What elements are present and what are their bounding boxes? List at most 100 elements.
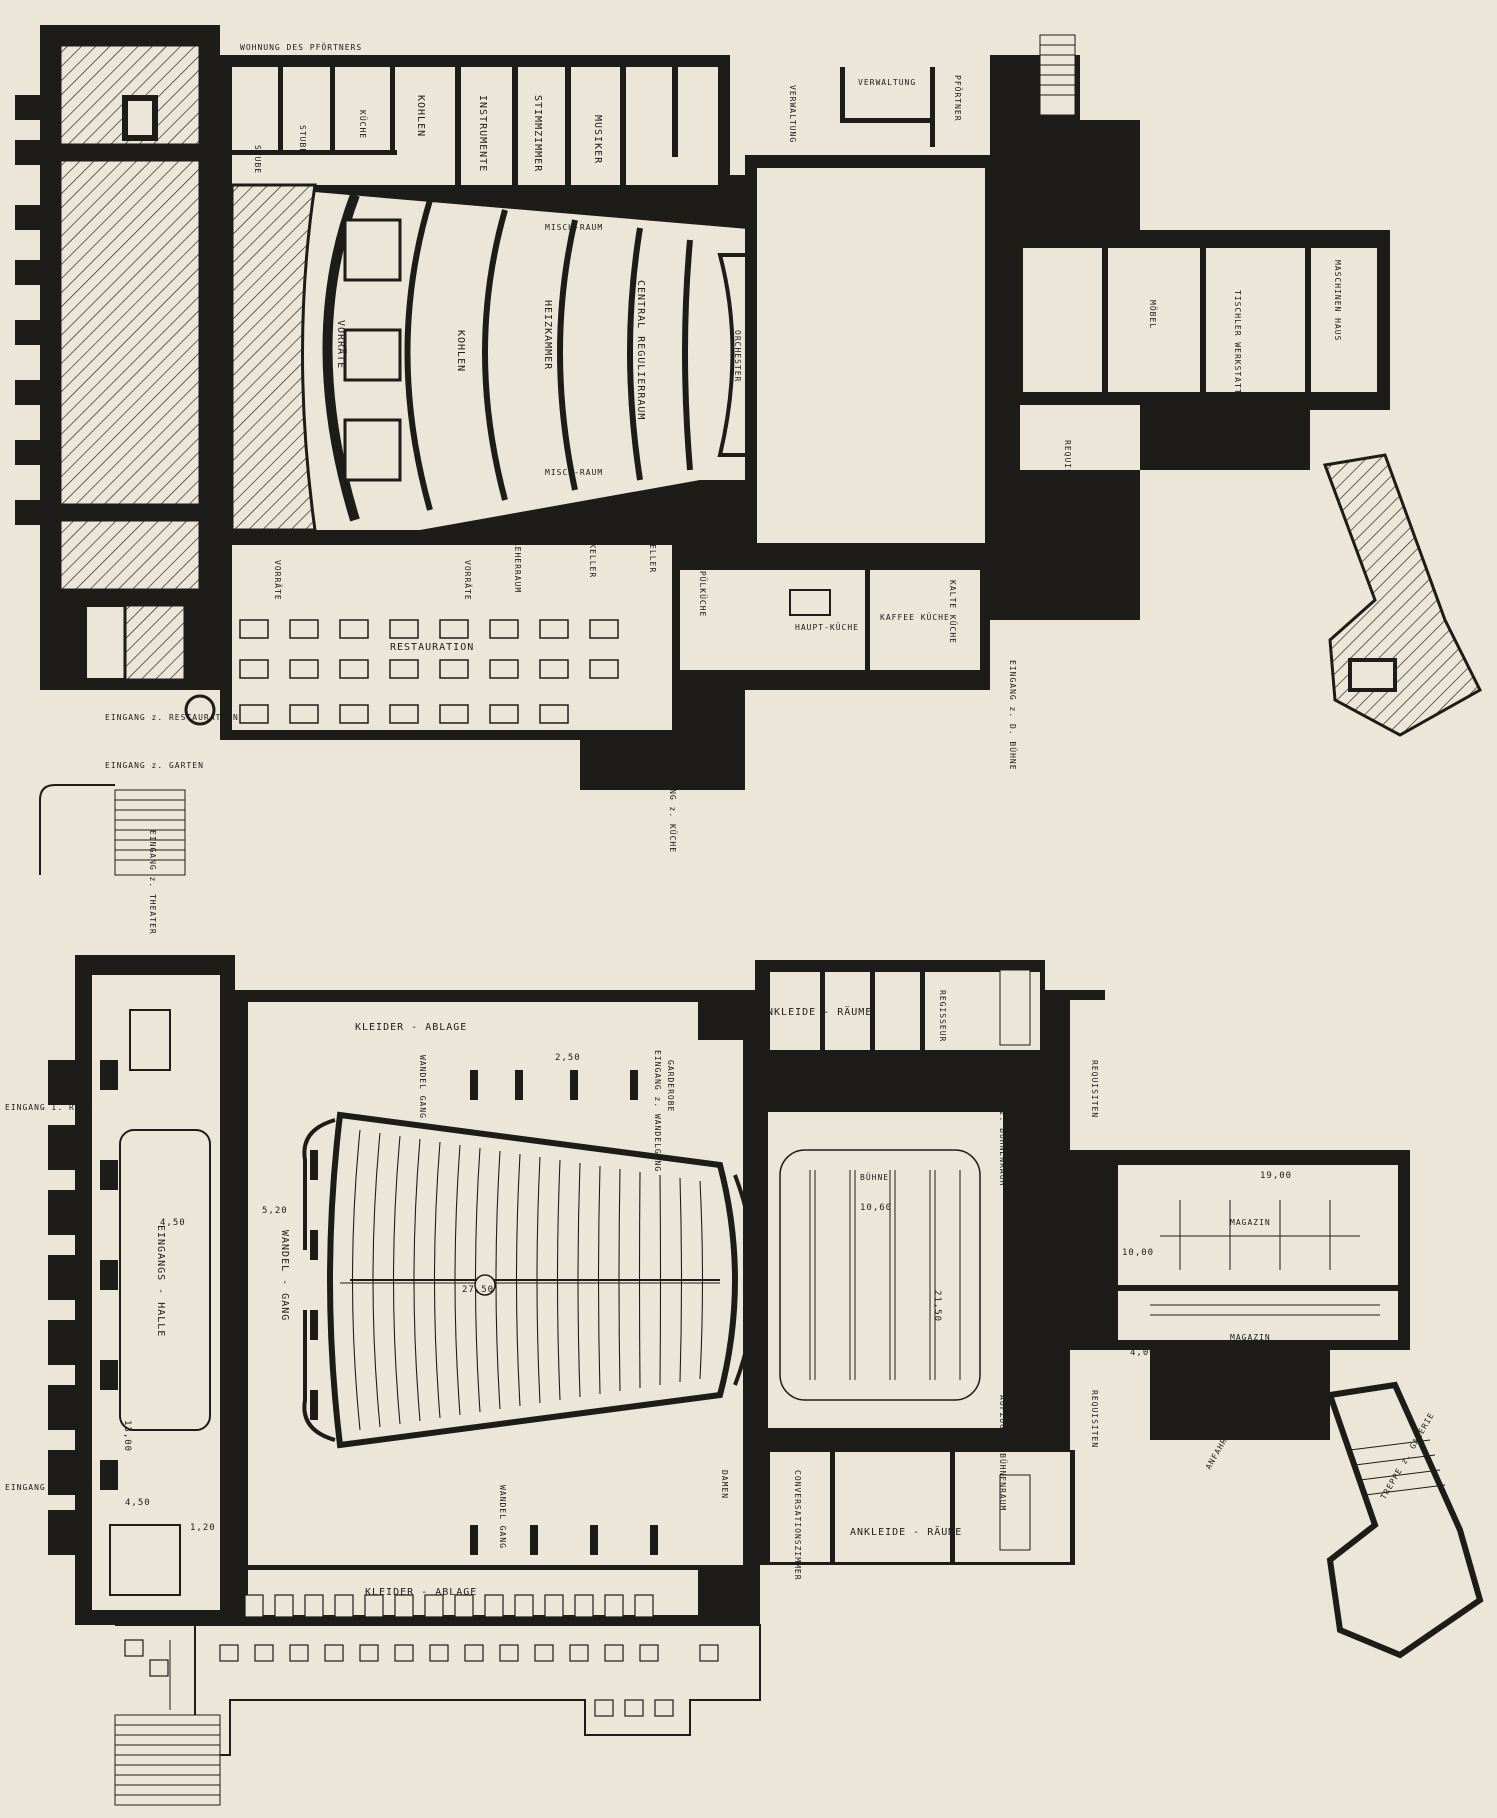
curved-wall-2 [404, 199, 433, 511]
label-orchester-gf: ORCHESTER [746, 1240, 755, 1292]
label-stube-2: STUBE [298, 125, 307, 154]
dim-10-00: 10,00 [1122, 1248, 1154, 1258]
stage-revolve-outline [779, 1149, 981, 1401]
round-column [184, 694, 216, 726]
label-tritt: TRITT [230, 1480, 239, 1509]
label-eingang-kueche: EINGANG z. KÜCHE [668, 760, 678, 853]
label-eingang-i-rang-1: EINGANG I. RANG [5, 1103, 92, 1112]
label-ankleide-raeume-2: ANKLEIDE - RÄUME [850, 1525, 962, 1538]
label-buehne: BÜHNE [860, 1172, 889, 1182]
label-kleider-ablage-bottom: KLEIDER - ABLAGE [365, 1587, 477, 1598]
label-kalte-kueche: KALTE KÜCHE [948, 580, 958, 644]
entrance-inner-piers [100, 1060, 118, 1490]
small-shaft [122, 95, 158, 141]
top-right-stairs [1039, 34, 1076, 116]
support-blocks [343, 218, 402, 482]
center-marker [474, 1274, 496, 1296]
label-musiker: MUSIKER [592, 115, 603, 164]
stair-bottom-left [109, 1524, 181, 1596]
label-wohnung-pfoertner: WOHNUNG DES PFÖRTNERS [240, 42, 362, 52]
dim-27-50: 27,50 [462, 1285, 494, 1295]
hatched-room-lower [58, 518, 202, 592]
dim-10-60: 10,60 [860, 1203, 892, 1213]
label-regisseur: REGISSEUR [938, 990, 947, 1042]
label-versenkungsraum: VERSENKUNGSRAUM [1003, 290, 1012, 377]
dim-13-00: 13,00 [122, 1420, 132, 1452]
label-garderobe: GARDEROBE [666, 1060, 675, 1112]
label-ankleide-raeume-1: ANKLEIDE - RÄUME [760, 1005, 872, 1018]
label-kaffee-kueche: KAFFEE KÜCHE [880, 612, 950, 622]
dim-2-50: 2,50 [555, 1053, 581, 1063]
label-eingang-wandelgang: EINGANG z. WANDELGANG [653, 1050, 662, 1172]
label-moebel-2: MÖBEL [1148, 300, 1158, 329]
label-aufzug-buehne: AUFZUG z. BÜHNENRAUM [998, 1070, 1008, 1186]
label-kuehlraum: KÜHLRAUM [698, 500, 708, 547]
stage-stairs [999, 969, 1052, 1551]
restauration-tables [239, 619, 619, 724]
label-wandel-gang-3: WANDEL GANG [498, 1485, 507, 1549]
hatched-wedge [230, 183, 317, 532]
basement-plan: WOHNUNG DES PFÖRTNERS STUBE STUBE KÜCHE … [15, 25, 1482, 935]
label-herren: HERREN [720, 1005, 729, 1040]
left-buttresses [15, 95, 45, 525]
label-wandel-gang-2: WANDEL - GANG [279, 1230, 290, 1321]
label-instrumente: INSTRUMENTE [477, 95, 488, 172]
label-vorraete-2: VORRÄTE [273, 560, 283, 601]
top-right-offices [742, 67, 977, 147]
entrance-piers-left [48, 1060, 78, 1555]
magazin-racks [1150, 1200, 1380, 1316]
label-kueche-wohnung: KÜCHE [358, 110, 368, 139]
dim-21-50: 21,50 [932, 1290, 942, 1322]
label-requisiten-3: REQUISITEN [1090, 1390, 1099, 1448]
label-eingang-garten: EINGANG z. GARTEN [105, 761, 204, 770]
dim-1-20: 1,20 [190, 1523, 216, 1533]
label-mischraum-1: MISCH-RAUM [545, 223, 603, 232]
label-hauptkueche: HAUPT-KÜCHE [795, 622, 859, 632]
label-spuelkueche: SPÜLKÜCHE [698, 565, 708, 617]
angled-wing-shaft [1348, 658, 1397, 692]
dim-4-00: 4,00 [1130, 1348, 1156, 1358]
hatched-corner [123, 603, 187, 682]
curved-wall-6 [682, 239, 693, 471]
hatched-angled-wing [1322, 453, 1482, 737]
label-kasse: KASSE [230, 1070, 239, 1099]
label-kohlen-1: KOHLEN [415, 95, 426, 137]
label-conversationszimmer: CONVERSATIONSZIMMER [793, 1470, 802, 1581]
orchestra-curve [733, 1174, 757, 1386]
label-orchester: ORCHESTER [733, 330, 742, 382]
curved-wall-4 [557, 219, 578, 491]
stair-top-left [129, 1009, 171, 1071]
top-room-dividers [232, 67, 678, 185]
label-eingang-i-rang-2: EINGANG I. RANG [5, 1483, 92, 1492]
label-buffet: BUFFET [605, 753, 640, 762]
curved-wall-1 [322, 193, 360, 522]
top-rooms-band [232, 67, 718, 185]
wandelgang-columns [310, 1070, 658, 1555]
angled-wing-stairs [1349, 1439, 1446, 1496]
label-weinkeller: WEINKELLER [588, 520, 597, 578]
curved-wall-5 [627, 227, 643, 481]
dim-4-50b: 4,50 [125, 1498, 151, 1508]
stage-floor [768, 1112, 1003, 1428]
label-eingang-buehne: EINGANG z. D. BÜHNE [1008, 660, 1018, 771]
requisiten-room-upper [1070, 1000, 1150, 1150]
label-central-regulierraum: CENTRAL REGULIERRAUM [635, 280, 646, 420]
label-wandel-gang-1: WANDEL GANG [418, 1055, 427, 1119]
label-vorraete-1: VORRÄTE [335, 320, 348, 369]
label-verwaltung-2: VERWALTUNG [858, 78, 916, 87]
label-stimmzimmer: STIMMZIMMER [532, 95, 543, 172]
label-restauration: RESTAURATION [390, 642, 474, 653]
label-dreherraum: DREHERRAUM [513, 535, 522, 593]
stage-basement-room [757, 168, 985, 543]
label-verwaltung-1: VERWALTUNG [788, 85, 797, 143]
label-requisiten-1: REQUISITEN [1063, 440, 1072, 498]
curved-wall-3 [482, 209, 508, 501]
angled-wing-ground [1325, 1381, 1484, 1659]
terrace-tables [124, 1594, 719, 1717]
label-pfoertner: PFÖRTNER [953, 75, 963, 122]
label-bierkeller: BIERKELLER [648, 515, 657, 573]
stage-traps [809, 1170, 961, 1380]
dim-5-20: 5,20 [262, 1206, 288, 1216]
